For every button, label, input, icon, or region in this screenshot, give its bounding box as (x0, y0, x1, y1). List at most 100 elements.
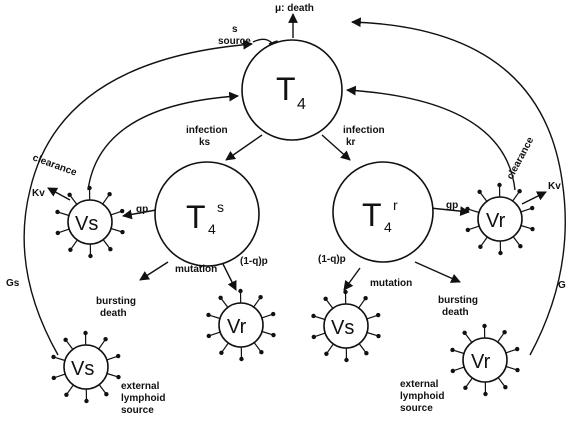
virus-vr-mutant-label: Vr (227, 316, 247, 338)
label-death-left: death (100, 308, 127, 319)
virus-vr-right: Vr (465, 182, 535, 256)
virus-spike-tip (502, 330, 507, 335)
virus-spike-tip (465, 206, 470, 212)
t4r-label: T (362, 197, 382, 233)
virus-spike-tip (87, 185, 92, 191)
virus-spike-tip (497, 182, 502, 188)
arrow-vr-clearance (521, 191, 547, 205)
label-lymphoid-right: lymphoid (400, 391, 444, 402)
virus-vs-left: Vs (55, 185, 125, 259)
virus-vr-right-label: Vr (486, 210, 506, 232)
label-source-right: source (400, 403, 433, 414)
virus-spike-tip (259, 350, 264, 355)
virus-spike-tip (104, 392, 109, 397)
virus-spike-tip (115, 353, 121, 359)
label-clearance-right: clearance (505, 135, 537, 181)
arrow-vs-loop-to-t4 (87, 91, 239, 191)
virus-vs-external-label: Vs (71, 358, 94, 380)
arrow-burst-left (139, 261, 169, 281)
virus-spike-tip (116, 374, 121, 380)
label-death-right: death (442, 307, 469, 318)
virus-spike-tip (363, 296, 368, 301)
label-gp-left: gp (136, 204, 148, 215)
virus-vs-mutant: Vs (311, 289, 381, 363)
virus-vs-external: Vs (51, 330, 121, 404)
virus-spike-tip (375, 312, 381, 318)
label-mutation-right: mutation (370, 278, 412, 289)
virus-spike-tip (51, 354, 56, 360)
virus-spike-tip (515, 367, 520, 373)
virus-spike-tip (450, 347, 455, 353)
label-kv-left: Kv (32, 188, 45, 199)
virus-spike-tip (517, 189, 522, 194)
t4s-node: T 4 s (154, 161, 260, 267)
label-gp-right: gp (446, 200, 458, 211)
virus-spike-tip (482, 323, 487, 329)
label-gs: Gs (6, 278, 20, 289)
virus-spike-tip (323, 296, 328, 301)
arrow-gs-loop (23, 39, 253, 356)
arrow-vs-clearance (47, 187, 71, 201)
virus-spike-tip (364, 351, 369, 356)
label-bursting-right: bursting (438, 295, 478, 306)
arrow-mutation-right (343, 267, 361, 291)
label-source-left: source (121, 405, 154, 416)
virus-spike-tip (219, 350, 224, 355)
virus-spike-tip (107, 192, 112, 197)
t4-label: T (276, 71, 296, 107)
t4s-subscript: 4 (208, 221, 216, 237)
t4-node: T 4 (241, 39, 343, 141)
label-bursting-left: bursting (96, 296, 136, 307)
virus-spike-tip (83, 330, 88, 336)
virus-spike-tip (103, 337, 108, 342)
label-external-right: external (400, 379, 439, 390)
virus-vs-mutant-label: Vs (331, 317, 354, 339)
virus-spike-tip (239, 356, 244, 362)
virus-spike-tip (498, 250, 503, 256)
virus-spike-tip (344, 357, 349, 363)
t4r-node: T 4 r (332, 161, 434, 263)
virus-spike-tip (450, 368, 456, 374)
virus-spike-tip (463, 385, 468, 390)
virus-spike-tip (311, 313, 316, 319)
virus-spike-tip (63, 337, 68, 342)
virus-spike-tip (270, 311, 276, 317)
arrow-gr-loop (351, 17, 566, 356)
label-gr-partial: G (558, 280, 566, 291)
virus-spike-tip (258, 295, 263, 300)
virus-spike-tip (55, 230, 61, 236)
virus-spike-tip (68, 247, 73, 252)
t4-subscript: 4 (297, 96, 306, 113)
t4s-superscript: s (217, 199, 224, 215)
virus-spike-tip (88, 253, 93, 259)
virus-spike-tip (119, 208, 125, 214)
virus-spike-tip (465, 227, 471, 233)
arrow-vr-gp (429, 206, 470, 216)
label-infection-left: infection (186, 125, 228, 136)
virus-spike-tip (529, 205, 535, 211)
label-kv-right: Kv (548, 181, 561, 192)
label-kr: kr (346, 137, 356, 148)
virus-spike-tip (238, 288, 243, 294)
virus-spike-tip (67, 192, 72, 197)
t4r-superscript: r (393, 197, 398, 213)
virus-spike-tip (324, 351, 329, 356)
arrow-burst-right (414, 261, 461, 283)
virus-spike-tip (503, 385, 508, 390)
virus-spike-tip (311, 334, 317, 340)
virus-spike-tip (271, 332, 276, 338)
label-q-right: (1-q)p (318, 254, 346, 265)
virus-vs-left-label: Vs (75, 213, 98, 235)
label-death: μ: death (275, 3, 314, 14)
virus-spike-tip (483, 391, 488, 397)
label-q-left: (1-q)p (240, 256, 268, 267)
virus-spike-tip (477, 189, 482, 194)
label-lymphoid-left: lymphoid (121, 393, 165, 404)
virus-spike-tip (343, 289, 348, 295)
virus-vr-mutant: Vr (206, 288, 276, 362)
arrow-infection-kr (321, 134, 351, 161)
virus-spike-tip (84, 398, 89, 404)
virus-vr-external-label: Vr (471, 351, 491, 373)
